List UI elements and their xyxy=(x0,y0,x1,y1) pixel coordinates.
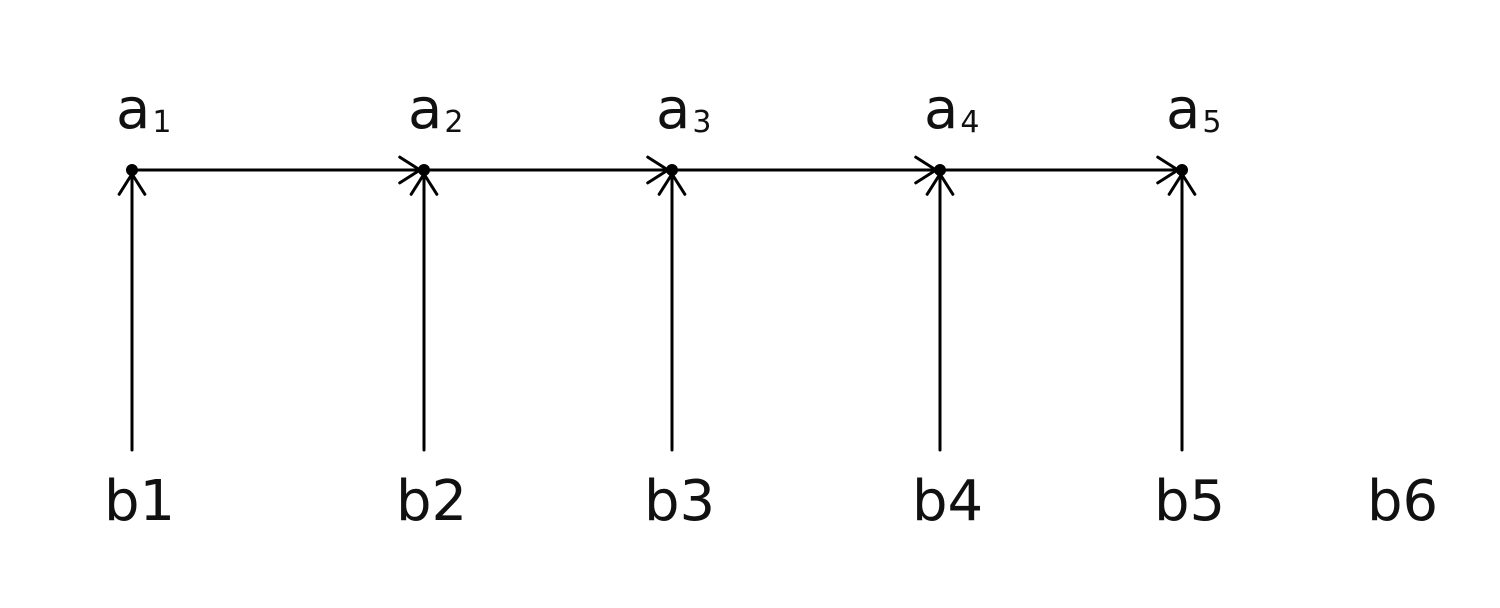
node-a4 xyxy=(934,164,946,176)
label-a5-subscript: 5 xyxy=(1202,105,1221,140)
label-a3: a3 xyxy=(656,77,711,142)
label-a2: a2 xyxy=(408,77,463,142)
label-b5: b5 xyxy=(1154,469,1225,534)
label-b3: b3 xyxy=(644,469,715,534)
label-a2-subscript: 2 xyxy=(444,105,463,140)
node-a2 xyxy=(418,164,430,176)
node-a5 xyxy=(1176,164,1188,176)
label-a1-subscript: 1 xyxy=(152,105,171,140)
node-a1 xyxy=(126,164,138,176)
label-a4-subscript: 4 xyxy=(960,105,979,140)
label-b2: b2 xyxy=(396,469,467,534)
label-b6: b6 xyxy=(1367,469,1438,534)
label-a3-subscript: 3 xyxy=(692,105,711,140)
node-a3 xyxy=(666,164,678,176)
label-a1: a1 xyxy=(116,77,171,142)
label-b1: b1 xyxy=(104,469,175,534)
label-a5: a5 xyxy=(1166,77,1221,142)
label-a4: a4 xyxy=(924,77,979,142)
label-b4: b4 xyxy=(912,469,983,534)
